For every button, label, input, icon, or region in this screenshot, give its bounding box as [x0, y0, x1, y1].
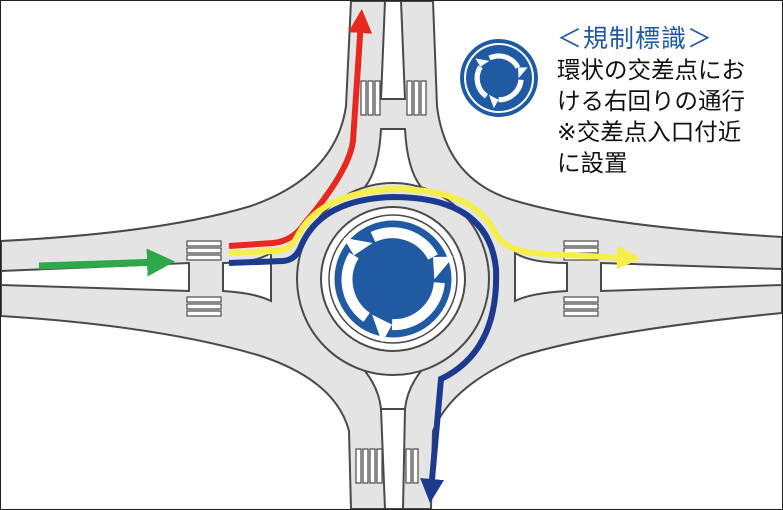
legend-line: に設置 — [557, 149, 628, 177]
crosswalk-south — [355, 448, 419, 484]
roundabout-sign-small-icon — [460, 39, 538, 116]
route-navy-arrow — [228, 193, 500, 503]
legend-line: 環状の交差点にお — [557, 56, 745, 84]
legend-caption: ＜規制標識＞ 環状の交差点にお ける右回りの通行 ※交差点入口付近 に設置 — [557, 23, 777, 179]
legend-line: ける右回りの通行 — [557, 87, 745, 115]
roundabout-sign-large-icon — [320, 219, 458, 359]
crosswalk-north — [360, 80, 427, 116]
legend-line: ※交差点入口付近 — [557, 118, 742, 146]
route-green-arrow — [38, 248, 175, 277]
legend-title: ＜規制標識＞ — [557, 24, 714, 53]
route-yellow-arrow — [228, 185, 641, 270]
crosswalk-west — [186, 240, 222, 317]
